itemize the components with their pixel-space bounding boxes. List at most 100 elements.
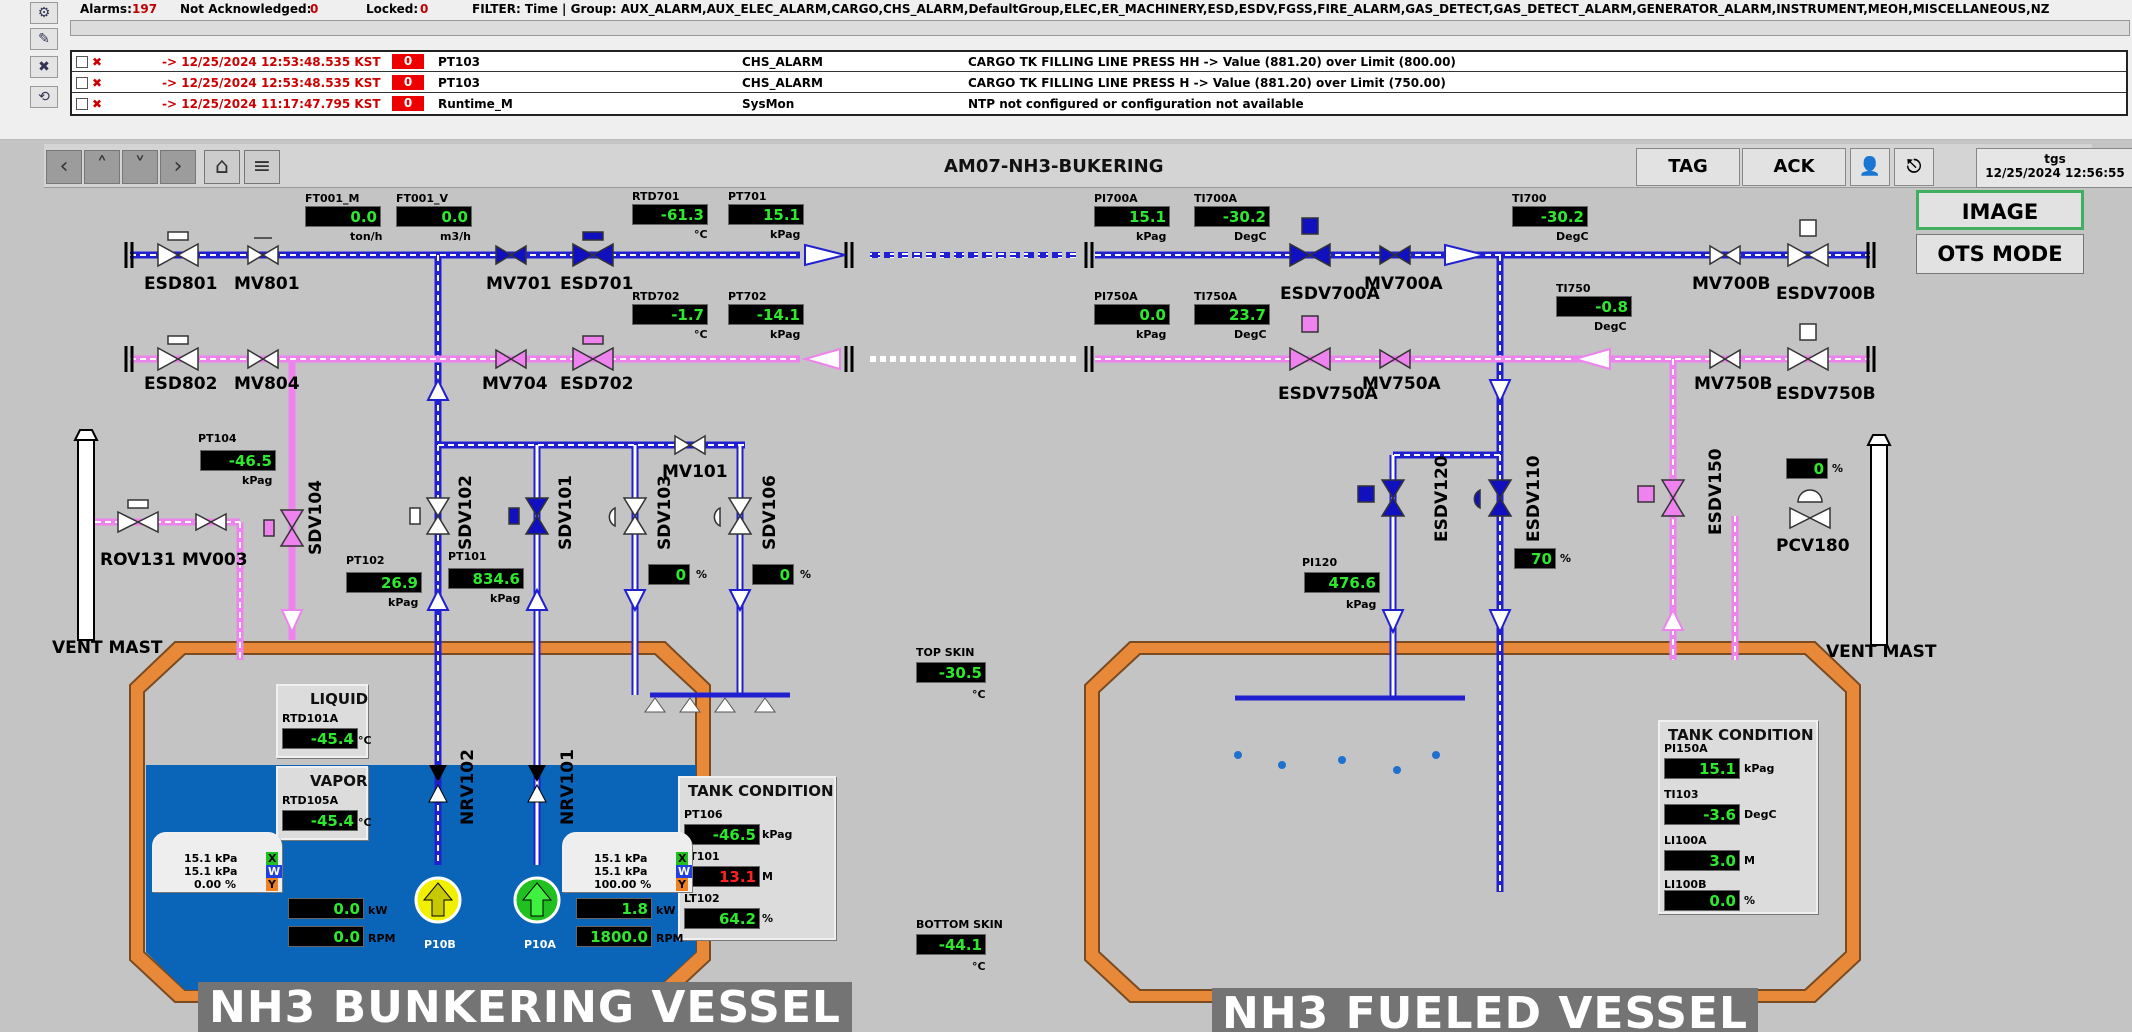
topskin-tag: TOP SKIN (916, 646, 975, 659)
rtd701-value: -61.3 (632, 204, 708, 225)
pump-p10b-line2: 15.1 kPa (184, 865, 238, 878)
alarm-row[interactable]: ✖ -> 12/25/2024 12:53:48.535 KST 0 PT103… (72, 73, 2126, 93)
fueled-vessel-title: NH3 FUELED VESSEL (1212, 988, 1758, 1032)
down-button[interactable]: ˅ (122, 150, 158, 184)
rtd101a-tag: RTD101A (282, 712, 339, 725)
esdv150-label[interactable]: ESDV150 (1706, 448, 1726, 535)
pt106-value: -46.5 (684, 824, 760, 845)
esdv110-position-unit: % (1560, 552, 1572, 565)
pcv180-label[interactable]: PCV180 (1776, 536, 1850, 556)
sdv104-label[interactable]: SDV104 (306, 480, 326, 555)
pi150a-unit: kPag (1744, 762, 1775, 775)
flow-arrow (804, 243, 846, 267)
mv750b-label[interactable]: MV750B (1694, 374, 1773, 394)
ti103-value: -3.6 (1664, 804, 1740, 825)
alarm-time: -> 12/25/2024 12:53:48.535 KST (162, 55, 381, 69)
vent-mast-label-2: VENT MAST (1826, 642, 1937, 662)
up-button[interactable]: ˄ (84, 150, 120, 184)
li100b-value: 0.0 (1664, 890, 1740, 911)
ack-checkbox[interactable] (76, 56, 88, 68)
pump-p10a-key3: Y (676, 878, 688, 891)
pi120-tag: PI120 (1302, 556, 1338, 569)
ft001m-value: 0.0 (305, 206, 381, 227)
alarm-priority: 0 (392, 54, 424, 69)
lt101-unit: M (762, 870, 773, 883)
topskin-value: -30.5 (916, 662, 986, 683)
alarm-message: CARGO TK FILLING LINE PRESS H -> Value (… (968, 76, 1446, 90)
pump-p10a-faceplate[interactable]: 15.1 kPa X 15.1 kPa W 100.00 % Y (562, 832, 693, 892)
pi750a-tag: PI750A (1094, 290, 1138, 303)
lt102-value: 64.2 (684, 908, 760, 929)
rtd105a-unit: °C (358, 816, 372, 829)
pump-p10b-faceplate[interactable]: 15.1 kPa X 15.1 kPa W 0.00 % Y (152, 832, 283, 892)
bunkering-vessel-title: NH3 BUNKERING VESSEL (198, 982, 852, 1032)
pump-p10b-key1: X (266, 852, 279, 865)
mv750a-label[interactable]: MV750A (1362, 374, 1441, 394)
ack-checkbox[interactable] (76, 77, 88, 89)
alarm-row[interactable]: ✖ -> 12/25/2024 12:53:48.535 KST 0 PT103… (72, 52, 2126, 72)
alarm-refresh-button[interactable]: ⟲ (30, 86, 58, 108)
ti700a-value: -30.2 (1194, 206, 1270, 227)
forward-button[interactable]: › (160, 150, 196, 184)
mv003-label[interactable]: MV003 (182, 550, 248, 570)
esdv700b-label[interactable]: ESDV700B (1776, 284, 1876, 304)
mv701-label[interactable]: MV701 (486, 274, 552, 294)
esd801-label[interactable]: ESD801 (144, 274, 218, 294)
li100a-unit: M (1744, 854, 1755, 867)
esdv120-label[interactable]: ESDV120 (1432, 455, 1452, 542)
mv801-label[interactable]: MV801 (234, 274, 300, 294)
li100b-unit: % (1744, 894, 1756, 907)
pump-p10b-line3: 0.00 % (194, 878, 236, 891)
pump-p10b-rpm: 0.0 (288, 926, 364, 947)
mv704-label[interactable]: MV704 (482, 374, 548, 394)
sdv102-label[interactable]: SDV102 (456, 475, 476, 550)
ots-mode-button[interactable]: OTS MODE (1916, 234, 2084, 274)
alarm-group: CHS_ALARM (742, 55, 823, 69)
user-icon[interactable]: 👤 (1850, 148, 1890, 186)
alarm-scrollbar[interactable] (70, 20, 2130, 36)
ack-button[interactable]: ACK (1742, 148, 1846, 186)
logout-icon[interactable]: ⎋ (1894, 148, 1934, 186)
esd802-label[interactable]: ESD802 (144, 374, 218, 394)
pt702-value: -14.1 (728, 304, 804, 325)
esdv750a-label[interactable]: ESDV750A (1278, 384, 1378, 404)
ft001v-tag: FT001_V (396, 192, 448, 205)
ti750a-unit: DegC (1234, 328, 1267, 341)
esdv750b-label[interactable]: ESDV750B (1776, 384, 1876, 404)
sdv106-label[interactable]: SDV106 (760, 475, 780, 550)
mv101-label[interactable]: MV101 (662, 462, 728, 482)
sdv103-label[interactable]: SDV103 (655, 475, 675, 550)
bottomskin-value: -44.1 (916, 934, 986, 955)
alarm-row[interactable]: ✖ -> 12/25/2024 11:17:47.795 KST 0 Runti… (72, 94, 2126, 114)
home-icon[interactable]: ⌂ (204, 150, 240, 184)
back-button[interactable]: ‹ (46, 150, 82, 184)
mimic-display: ‹ ˄ ˅ › ⌂ ≡ AM07-NH3-BUKERING TAG ACK 👤 … (0, 140, 2132, 1032)
rtd702-unit: °C (694, 328, 708, 341)
pump-p10a-key2: W (676, 865, 693, 878)
ack-checkbox[interactable] (76, 98, 88, 110)
pt101-unit: kPag (490, 592, 521, 605)
pi700a-value: 15.1 (1094, 206, 1170, 227)
mv700b-label[interactable]: MV700B (1692, 274, 1771, 294)
mv700a-label[interactable]: MV700A (1364, 274, 1443, 294)
ti700-unit: DegC (1556, 230, 1589, 243)
esd702-label[interactable]: ESD702 (560, 374, 634, 394)
alarm-tag: PT103 (438, 76, 481, 90)
alarm-ack-button[interactable]: ✎ (30, 28, 58, 50)
esdv700a-label[interactable]: ESDV700A (1280, 284, 1380, 304)
mv804-label[interactable]: MV804 (234, 374, 300, 394)
sdv101-label[interactable]: SDV101 (556, 475, 576, 550)
tag-button[interactable]: TAG (1636, 148, 1740, 186)
alarm-time: -> 12/25/2024 11:17:47.795 KST (162, 97, 381, 111)
rov131-label[interactable]: ROV131 (100, 550, 176, 570)
esd701-label[interactable]: ESD701 (560, 274, 634, 294)
pt102-value: 26.9 (346, 572, 422, 593)
pt101-tag: PT101 (448, 550, 487, 563)
alarm-silence-button[interactable]: ✖ (30, 56, 58, 78)
alarm-settings-button[interactable]: ⚙ (30, 2, 58, 24)
menu-icon[interactable]: ≡ (244, 150, 280, 184)
image-button[interactable]: IMAGE (1916, 190, 2084, 230)
vent-mast-icon (77, 439, 95, 641)
esdv110-label[interactable]: ESDV110 (1524, 455, 1544, 542)
ft001m-unit: ton/h (350, 230, 383, 243)
